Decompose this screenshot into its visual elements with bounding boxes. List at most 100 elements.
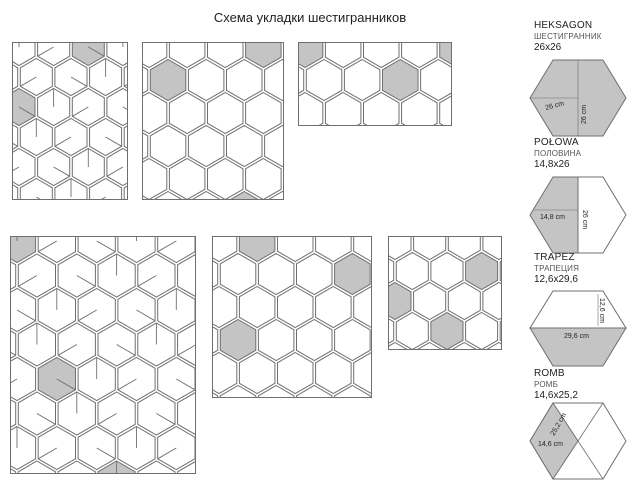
spec-size: 12,6x29,6 bbox=[534, 274, 578, 285]
rhombus-split-line bbox=[105, 136, 122, 147]
hexagon-tile bbox=[277, 285, 314, 329]
hexagon-tile bbox=[207, 91, 244, 135]
trapez-tile-drawing: 12,6 cm 29,6 cm bbox=[529, 290, 627, 367]
rhombus-split-line bbox=[16, 309, 36, 322]
hexagon-tile bbox=[315, 237, 352, 263]
spec-name-ru: ШЕСТИГРАННИК bbox=[534, 32, 602, 41]
rhombus-split-line bbox=[96, 240, 116, 253]
hexagon-tile bbox=[245, 91, 282, 135]
hexagon-tile bbox=[13, 64, 19, 90]
hexagon-tile bbox=[57, 460, 96, 473]
hexagon-tile bbox=[106, 147, 127, 187]
hexagon-tile bbox=[482, 237, 501, 261]
hexagon-tile bbox=[315, 285, 352, 329]
pattern-svg bbox=[143, 43, 283, 199]
hexagon-tile bbox=[143, 157, 168, 199]
spec-name-ru: ТРАПЕЦИЯ bbox=[534, 264, 580, 273]
hexagon-tile bbox=[226, 124, 263, 168]
hexagon-tile bbox=[168, 91, 206, 135]
hexagon-tile bbox=[213, 260, 219, 288]
spec-name-ru: ПОЛОВИНА bbox=[534, 149, 582, 158]
spec-name: TRAPEZ bbox=[534, 252, 575, 263]
hexagon-tile bbox=[257, 252, 295, 296]
hexagon-tile bbox=[447, 237, 481, 261]
hexagon-tile bbox=[296, 384, 333, 397]
hexagon-tile bbox=[213, 237, 238, 263]
hexagon-tile bbox=[401, 43, 438, 69]
hexagon-tile bbox=[11, 356, 37, 402]
layout-panel-hexagon-strip bbox=[298, 42, 452, 126]
hexagon-tile bbox=[486, 341, 501, 349]
hexagon-tile bbox=[353, 237, 371, 262]
rhombus-split-line bbox=[116, 344, 136, 356]
rhombus-split-line bbox=[37, 46, 54, 57]
hexagon-tile bbox=[219, 252, 257, 296]
hexagon-tile bbox=[447, 281, 481, 321]
rhombus-split-line bbox=[106, 166, 124, 177]
hexagon-tile bbox=[389, 258, 395, 284]
hexagon-tile bbox=[353, 286, 371, 328]
layout-panel-rhombus-star-large bbox=[10, 236, 196, 474]
hexagon-tile bbox=[157, 425, 195, 471]
hexagon-tile bbox=[439, 43, 451, 65]
hexagon-tile bbox=[37, 237, 76, 264]
hexagon-tile bbox=[13, 147, 36, 187]
hexagon-tile bbox=[305, 58, 343, 102]
spec-name: HEKSAGON bbox=[534, 20, 593, 31]
rhombus-split-line bbox=[11, 352, 16, 356]
hexagon-tile bbox=[299, 43, 324, 69]
hexagon-tile bbox=[89, 177, 123, 199]
hexagon-tile bbox=[11, 261, 17, 290]
hexagon-tile bbox=[257, 318, 295, 362]
hexagon-tile bbox=[499, 260, 501, 282]
hexagon-tile bbox=[213, 392, 219, 397]
rhombus-split-line bbox=[36, 196, 41, 199]
hexagon-tile bbox=[389, 281, 412, 321]
rhombus-split-line bbox=[37, 447, 58, 460]
rhombus-split-line bbox=[136, 309, 156, 322]
dim-label: 26 cm bbox=[545, 100, 565, 112]
hexagon-tile bbox=[37, 425, 76, 471]
hexagon-tile bbox=[17, 460, 56, 473]
hexagon-tile bbox=[389, 318, 395, 344]
hexagon-tile bbox=[334, 252, 371, 296]
hexagon-tile bbox=[213, 351, 238, 395]
hexagon-tile bbox=[389, 237, 412, 261]
hexagon-tile bbox=[207, 43, 244, 69]
rhombus-split-line bbox=[56, 378, 76, 391]
spec-trapez: TRAPEZ ТРАПЕЦИЯ 12,6x29,6 bbox=[534, 252, 638, 285]
hexagon-tile bbox=[177, 254, 195, 297]
hexagon-tile bbox=[413, 237, 447, 261]
spec-heksagon: HEKSAGON ШЕСТИГРАННИК 26x26 bbox=[534, 20, 638, 53]
hexagon-tile bbox=[382, 58, 419, 102]
rhombus-split-line bbox=[88, 46, 105, 57]
hexagon-tile bbox=[465, 251, 499, 291]
hexagon-tile bbox=[187, 58, 225, 102]
hexagon-tile bbox=[11, 237, 37, 264]
hexagon-tile bbox=[37, 43, 71, 67]
dim-label: 26 cm bbox=[581, 210, 588, 229]
rhombus-split-line bbox=[176, 378, 195, 391]
hexagon-tile bbox=[187, 124, 225, 168]
hexagon-tile bbox=[299, 91, 324, 125]
hexagon-tile bbox=[452, 341, 477, 349]
hexagon-tile bbox=[264, 124, 283, 168]
dim-label: 14,8 cm bbox=[540, 214, 565, 221]
hexagon-tile bbox=[238, 285, 276, 329]
rhombus-split-line bbox=[177, 344, 195, 356]
hexagon-tile bbox=[207, 157, 244, 199]
hexagon-tile bbox=[401, 91, 438, 125]
rhombus-split-line bbox=[57, 344, 78, 356]
hexagon-tile bbox=[264, 58, 283, 102]
hexagon-tile bbox=[299, 66, 305, 94]
dim-label: 29,6 cm bbox=[564, 333, 589, 340]
spec-polowa: POŁOWA ПОЛОВИНА 14,8x26 bbox=[534, 137, 638, 170]
hexagon-tile bbox=[192, 190, 221, 199]
hexagon-tile bbox=[11, 330, 17, 359]
rhombus-split-line bbox=[97, 413, 117, 425]
hexagon-tile bbox=[143, 66, 149, 94]
hexagon-tile bbox=[154, 190, 182, 199]
hexagon-tile bbox=[413, 281, 447, 321]
rhombus-split-line bbox=[11, 378, 18, 384]
hexagon-tile bbox=[17, 253, 56, 298]
